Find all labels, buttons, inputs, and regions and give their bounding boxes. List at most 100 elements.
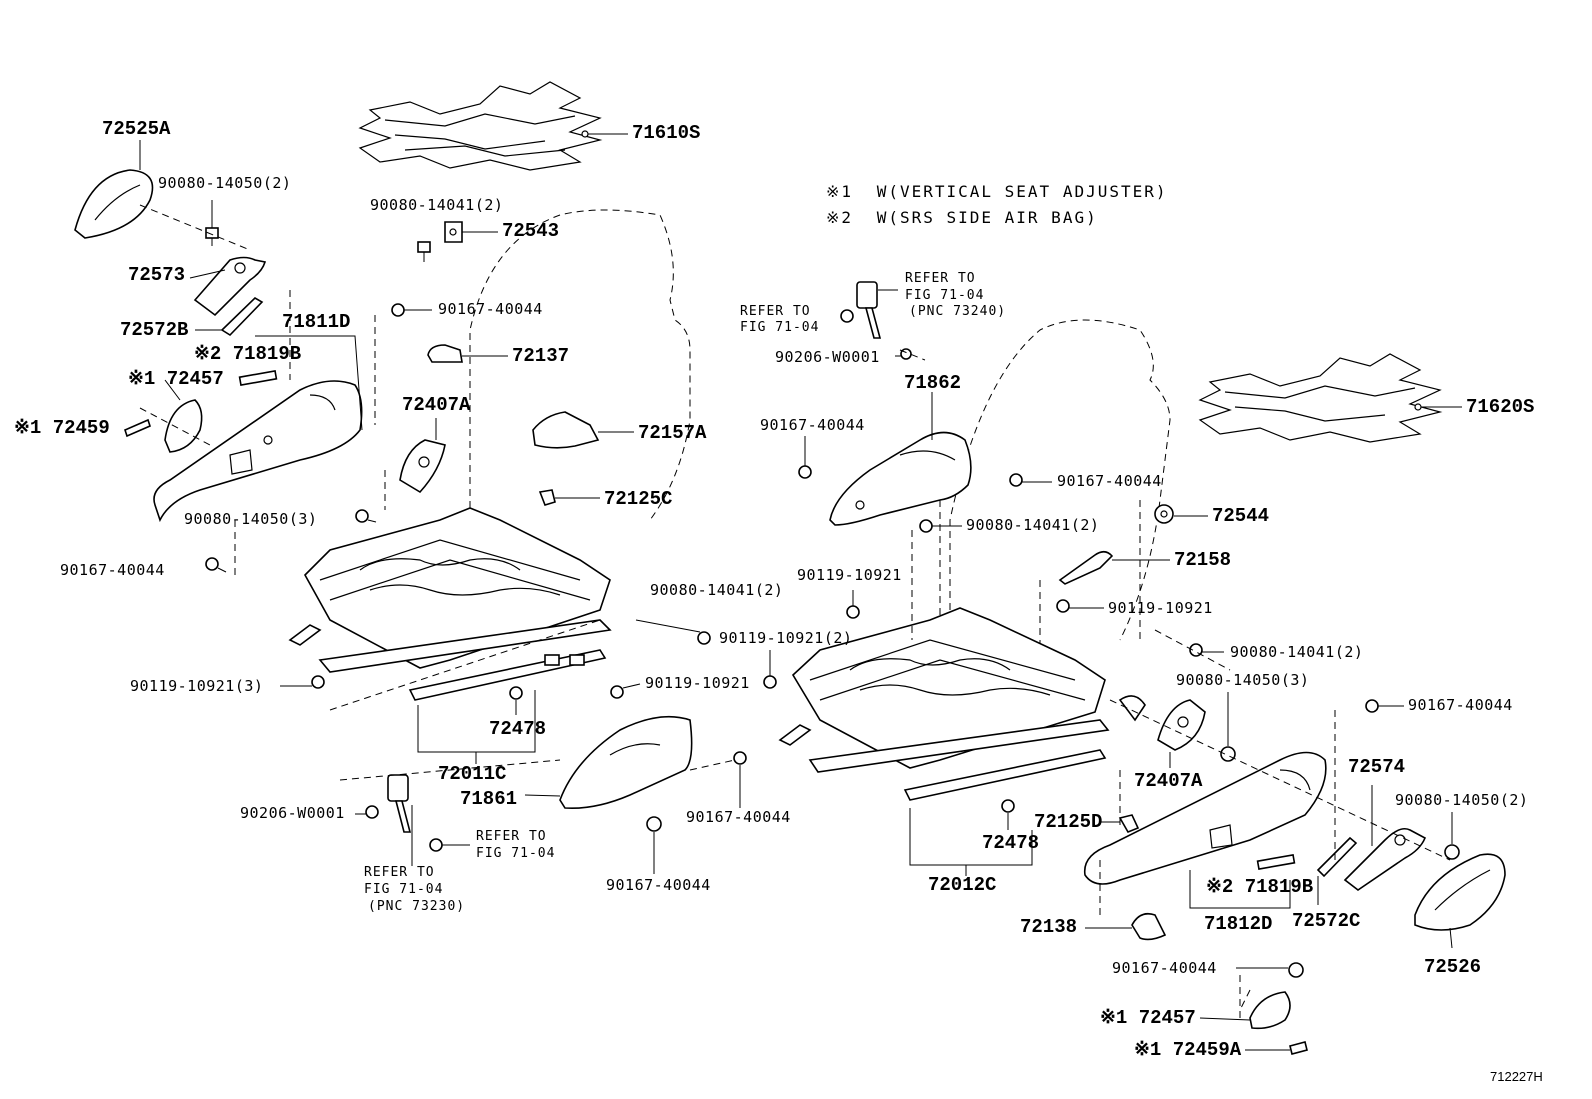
leader-dash-right [899,349,1451,1020]
bolt-icon [391,303,432,317]
part-label: 90206-W0001 [240,804,345,822]
airbag-label-left [238,370,278,386]
bolt-icon [1365,699,1404,713]
part-label: 72573 [128,264,186,286]
bracket-72407a-left [399,418,446,494]
bolt-icon [1236,962,1304,978]
hinge-plate-72574 [1343,785,1427,891]
part-label: 71620S [1466,396,1535,418]
part-72459-left [124,418,151,438]
part-label: 72572C [1292,910,1361,932]
part-label: 72011C [438,763,507,785]
nut-icon [355,805,379,819]
bracket-72407a-right [1157,699,1206,768]
part-label: 72525A [102,118,171,140]
part-label: ※1 72459A [1134,1039,1242,1061]
recliner-cover-72525a [74,140,154,239]
bolt-icon [763,650,777,689]
part-label: 72125C [604,488,673,510]
bolt-icon [1444,812,1460,860]
recliner-cover-72526 [1414,853,1506,949]
seat-spring-71610s [358,81,628,171]
part-label: 71811D [282,311,351,333]
refer-note: REFER TO [905,271,976,286]
part-label: 72574 [1348,756,1406,778]
part-label: 90119-10921 [1108,599,1213,617]
part-label: 90167-40044 [60,561,165,579]
nut-72478-left [509,686,523,715]
part-label: 90119-10921(2) [719,629,853,647]
part-label: 72158 [1174,549,1232,571]
refer-note: (PNC 73240) [909,304,1007,319]
refer-note: (PNC 73230) [368,899,466,914]
refer-note: REFER TO [740,304,811,319]
part-label: 90167-40044 [1112,959,1217,977]
bolt-icon [1009,473,1052,487]
gear-72572c [1316,836,1358,905]
clip-72125d [1100,814,1140,834]
legend-text: W(SRS SIDE AIR BAG) [876,208,1098,227]
part-label: 71812D [1204,913,1273,935]
side-shield-71812d [1083,751,1327,909]
washer-72544 [1154,504,1208,524]
buckle-right [856,281,898,339]
part-label: 90167-40044 [686,808,791,826]
side-shield-71811d [153,335,363,523]
part-72459a-right [1245,1041,1308,1055]
knob-72457-left [164,379,203,453]
bolt-icon [280,675,325,689]
refer-note: FIG 71-04 [905,288,985,303]
leader-dash-left [139,204,386,578]
bolt-icon [798,436,812,479]
part-label: 71861 [460,788,518,810]
bolt-icon [1220,692,1236,762]
gear-72572b [195,297,264,337]
part-label: 72137 [512,345,570,367]
bolt-icon [610,683,641,699]
part-label: 90119-10921 [797,566,902,584]
part-label: 90167-40044 [760,416,865,434]
knob-72457-right [1199,991,1291,1030]
bolt-icon [1056,599,1104,613]
bracket-72012c [909,808,1033,866]
part-label: 90167-40044 [438,300,543,318]
part-label: 72407A [1134,770,1203,792]
seatback-outline-left [469,209,691,521]
legend-mark: ※1 [826,182,854,201]
part-label: 90080-14050(3) [1176,671,1310,689]
cover-72157a [532,411,634,449]
refer-note: FIG 71-04 [476,846,556,861]
airbag-label-right [1256,854,1296,870]
part-label: 90119-10921(3) [130,677,264,695]
part-label: 72544 [1212,505,1270,527]
part-label: ※1 72457 [1100,1007,1196,1029]
part-label: 90080-14050(2) [1395,791,1529,809]
bolt-icon [635,619,711,645]
part-label: 90167-40044 [606,876,711,894]
part-label: 72478 [982,832,1040,854]
bolt-icon [733,751,747,808]
part-label: 72157A [638,422,707,444]
refer-note: FIG 71-04 [364,882,444,897]
legend-mark: ※2 [826,208,854,227]
part-label: 90080-14041(2) [650,581,784,599]
part-label: 72138 [1020,916,1078,938]
bolt-icon [205,200,219,246]
part-label: 71610S [632,122,701,144]
bolt-icon [417,241,431,262]
part-label: 90206-W0001 [775,348,880,366]
part-label: 90167-40044 [1408,696,1513,714]
part-label: 72526 [1424,956,1482,978]
clip-72137 [427,344,508,363]
part-label: 90080-14050(3) [184,510,318,528]
refer-note: REFER TO [476,829,547,844]
figure-code: 712227H [1490,1069,1543,1084]
part-label: 72572B [120,319,189,341]
bolt-icon [355,509,377,523]
refer-note: REFER TO [364,865,435,880]
legend-line-2: ※2 W(SRS SIDE AIR BAG) [826,210,1098,226]
part-label: ※1 72457 [128,368,224,390]
part-label: 72407A [402,394,471,416]
washer-72543 [444,221,498,243]
